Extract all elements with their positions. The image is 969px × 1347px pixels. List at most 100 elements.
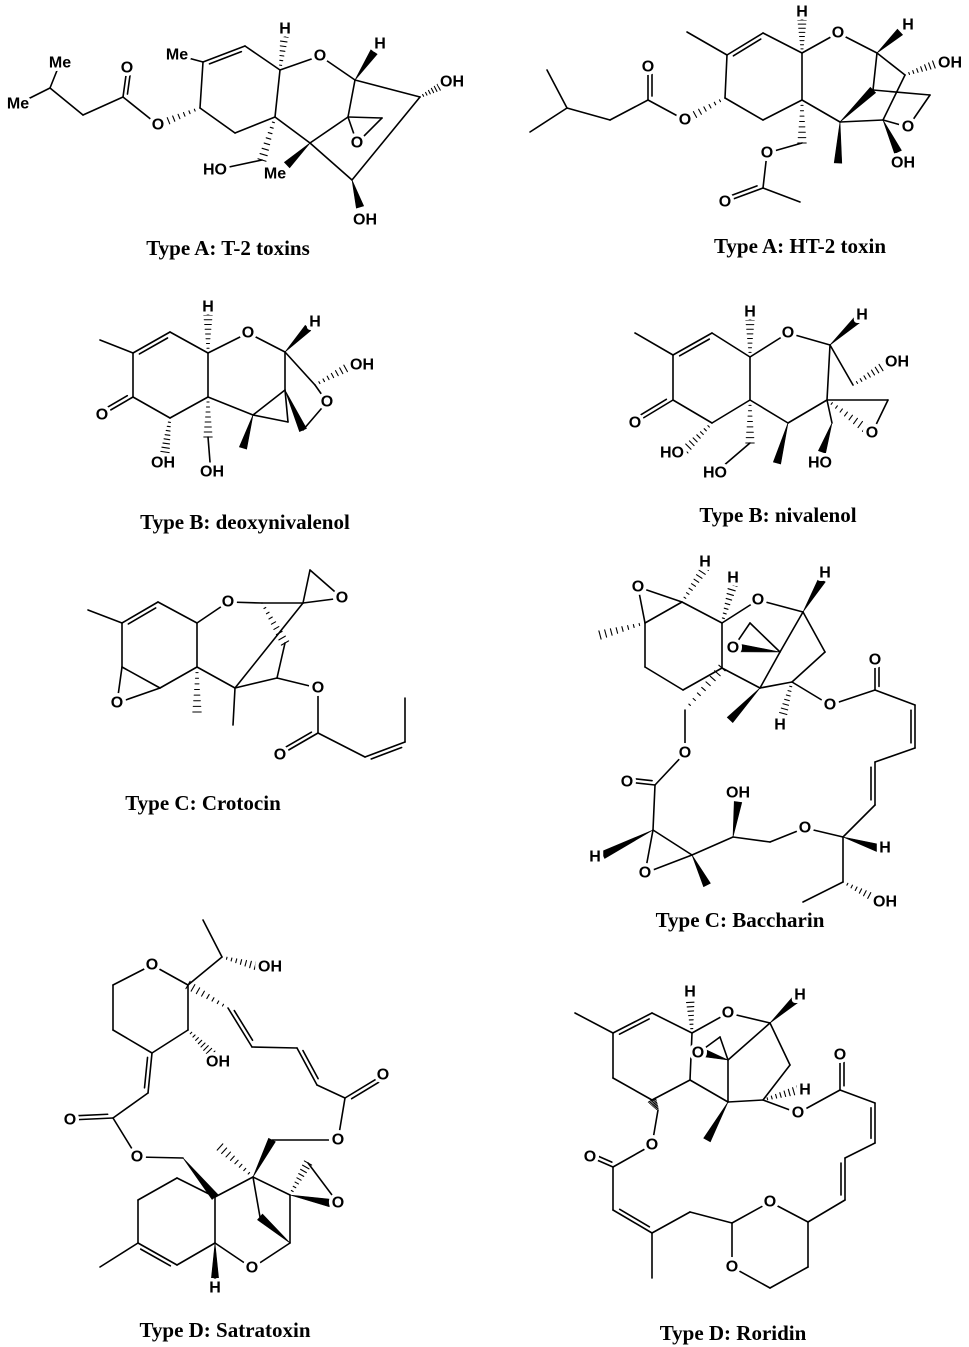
bond-double	[870, 1102, 876, 1144]
hash-mark	[339, 367, 344, 375]
atom-label: O	[782, 325, 794, 342]
bond-line	[74, 1113, 109, 1117]
hash-mark	[718, 664, 726, 672]
bond-single	[302, 401, 328, 431]
bond-wedge	[802, 577, 826, 613]
bond-wedge	[289, 1194, 332, 1208]
molecule-caption: Type B: nivalenol	[699, 503, 856, 527]
hash-mark	[775, 1093, 778, 1099]
hash-mark	[724, 602, 731, 606]
hash-mark	[726, 593, 734, 596]
bond-single	[672, 399, 713, 424]
hash-mark	[280, 30, 290, 34]
hash-mark	[727, 588, 736, 592]
hash-mark	[200, 1042, 206, 1048]
hash-mark	[334, 370, 339, 377]
bond-single	[251, 1242, 291, 1269]
hash-mark	[653, 1104, 658, 1108]
hash-mark	[188, 110, 191, 115]
bond-single	[176, 1242, 216, 1266]
bond-single	[826, 399, 833, 424]
atom-label: O	[242, 325, 254, 342]
atom-label: O	[646, 1137, 658, 1154]
hash-mark	[705, 681, 711, 687]
atom-label: O	[222, 594, 234, 611]
bond-hash	[908, 58, 940, 76]
hash-mark	[205, 1047, 213, 1055]
bond-single	[284, 389, 289, 423]
hash-mark	[604, 629, 608, 638]
atom-label: Me	[166, 47, 188, 64]
hash-mark	[221, 1003, 225, 1007]
hash-mark	[347, 361, 353, 371]
hash-mark	[318, 381, 321, 385]
bond-double	[132, 331, 171, 355]
bonds	[598, 565, 916, 905]
bond-single	[842, 804, 876, 838]
bond-single	[759, 681, 793, 689]
bond-hash	[290, 1160, 313, 1193]
bond-wedge	[283, 142, 311, 169]
atom-label: Me	[264, 166, 286, 183]
hash-mark	[713, 101, 717, 106]
atom-label: H	[699, 554, 711, 571]
bond-single	[276, 642, 286, 679]
hash-mark	[688, 703, 691, 706]
bond-single	[801, 32, 839, 54]
hash-mark	[693, 578, 700, 583]
bond-line	[370, 746, 403, 760]
bond-single	[731, 1201, 771, 1224]
hash-mark	[787, 1088, 791, 1097]
hash-mark	[160, 450, 170, 454]
hash-mark	[165, 429, 171, 432]
hash-mark	[185, 980, 191, 990]
hash-mark	[279, 40, 288, 43]
bond-single	[234, 602, 304, 689]
bond-hash	[721, 583, 738, 620]
hash-mark	[924, 64, 928, 71]
bond-single	[874, 747, 916, 763]
bond-line	[344, 1074, 384, 1099]
atom-label: H	[796, 4, 808, 21]
bond-single	[176, 1177, 216, 1198]
atom-label: O	[679, 745, 691, 762]
hash-mark	[177, 113, 181, 120]
bond-wedge	[772, 422, 789, 465]
hash-mark	[225, 1151, 232, 1158]
bond-double	[69, 1113, 114, 1121]
atom-label: OH	[885, 354, 909, 371]
bond-hash	[203, 401, 213, 438]
atom-label: O	[834, 1047, 846, 1064]
bond-single	[686, 31, 728, 56]
bond-single	[302, 569, 311, 604]
hash-mark	[243, 1167, 247, 1172]
bond-double	[121, 601, 159, 625]
bond-single	[787, 399, 828, 424]
atom-label: OH	[206, 1054, 230, 1071]
bond-single	[807, 1199, 846, 1223]
hash-mark	[216, 1143, 224, 1151]
atom-label: OH	[258, 959, 282, 976]
bond-single	[276, 677, 319, 689]
bonds	[634, 316, 889, 474]
bond-single	[791, 681, 831, 706]
hash-mark	[871, 893, 876, 902]
bond-double	[839, 1054, 845, 1091]
hash-mark	[433, 85, 438, 92]
bond-single	[309, 569, 343, 599]
bond-line	[727, 185, 758, 198]
bond-hash	[681, 425, 710, 454]
hash-mark	[292, 1185, 297, 1189]
bond-line	[127, 607, 157, 625]
hash-mark	[235, 958, 238, 964]
hash-mark	[707, 425, 710, 428]
bond-double	[724, 185, 764, 203]
hash-mark	[857, 420, 864, 429]
bond-single	[651, 1012, 693, 1034]
bond-single	[721, 667, 761, 689]
bond-wedge	[817, 422, 833, 454]
bond-hash	[745, 404, 755, 444]
bond-line	[726, 32, 764, 56]
